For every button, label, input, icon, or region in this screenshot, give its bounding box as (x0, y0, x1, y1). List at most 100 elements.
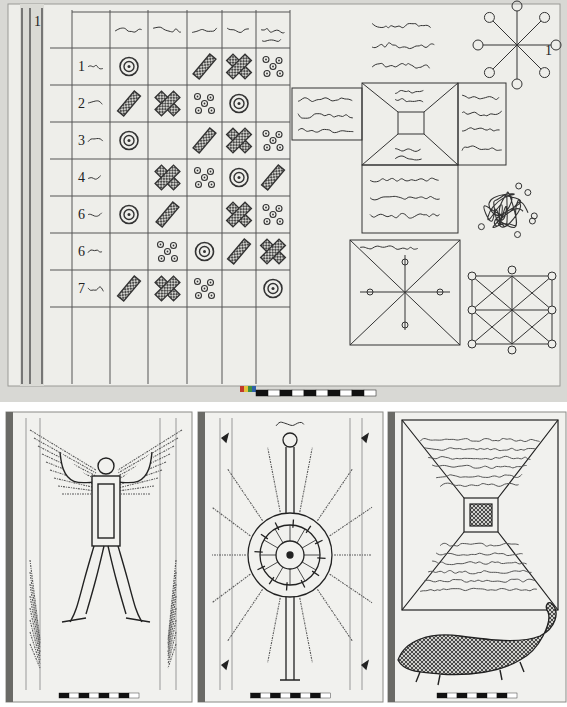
ink-rect (119, 693, 129, 698)
ink-g (6, 412, 192, 702)
ink-rect (292, 88, 362, 140)
ink-circle (484, 12, 494, 22)
ink-path (168, 644, 176, 668)
ink-circle (540, 68, 550, 78)
ink-path (256, 10, 257, 384)
ink-circle (211, 295, 213, 297)
ink-circle (478, 224, 484, 230)
ink-circle (283, 433, 297, 447)
ink-path (290, 10, 291, 384)
ink-path (168, 608, 176, 656)
ink-rect (470, 504, 492, 526)
ink-circle (276, 132, 282, 138)
ink-rect (227, 128, 252, 153)
ink-path (317, 469, 352, 521)
ink-path (70, 546, 94, 622)
ink-path (362, 83, 398, 112)
ink-circle (540, 12, 550, 22)
ink-path (50, 196, 290, 197)
ink-path (372, 43, 434, 49)
ink-path (257, 566, 264, 570)
ink-rect (301, 693, 311, 698)
ink-rect (156, 202, 179, 227)
ink-circle (268, 284, 278, 294)
ink-circle (208, 169, 214, 175)
ink-circle (468, 272, 476, 280)
ink-path (275, 522, 279, 529)
ink-rect (252, 386, 256, 392)
ink-path (228, 589, 263, 641)
ink-circle (202, 175, 208, 181)
ink-circle (248, 513, 332, 597)
ink-rect (447, 693, 457, 698)
ink-g (437, 693, 517, 698)
ink-path (440, 483, 519, 487)
ink-path (462, 95, 499, 99)
ink-path (168, 632, 176, 664)
ink-rect (472, 276, 552, 344)
ink-path (275, 567, 283, 581)
ink-path (118, 486, 154, 491)
ink-circle (198, 110, 200, 112)
ink-path (436, 553, 523, 556)
ink-path (222, 434, 228, 442)
ink-circle (529, 218, 535, 224)
ink-path (220, 418, 221, 690)
ink-g (251, 693, 331, 698)
ink-rect (281, 693, 291, 698)
ink-circle (279, 147, 281, 149)
ink-path (372, 23, 431, 27)
ink-circle (508, 346, 516, 354)
ink-rect (0, 0, 567, 402)
ink-path (110, 10, 111, 384)
ink-rect (388, 412, 395, 702)
ink-path (330, 574, 372, 603)
ink-circle (200, 247, 210, 257)
ink-path (484, 192, 528, 227)
ink-path (62, 618, 150, 622)
ink-rect (328, 390, 340, 396)
ink-path (350, 418, 351, 690)
ink-rect (92, 476, 120, 546)
ink-rect (248, 386, 252, 392)
ink-circle (195, 279, 201, 285)
ink-rect (477, 693, 487, 698)
ink-circle (260, 525, 320, 585)
ink-path (472, 276, 552, 344)
ink-circle (278, 60, 280, 62)
ink-path (50, 233, 290, 234)
ink-rect (198, 412, 383, 702)
ink-path (362, 661, 368, 669)
ink-path (420, 588, 537, 591)
ink-path (40, 418, 41, 690)
ink-circle (276, 541, 304, 569)
ink-circle (196, 293, 202, 299)
ink-rect (89, 693, 99, 698)
ink-circle (196, 182, 202, 188)
ink-circle (209, 108, 215, 114)
ink-path (50, 159, 290, 160)
ink-circle (468, 306, 476, 314)
ink-circle (264, 219, 270, 225)
ink-circle (508, 266, 516, 274)
ink-circle (204, 177, 206, 179)
ink-path (483, 45, 517, 46)
ink-path (88, 65, 103, 68)
ink-circle (209, 293, 215, 299)
ink-rect (155, 91, 180, 116)
ink-path (264, 562, 278, 570)
ink-circle (263, 131, 269, 137)
ink-path (21, 8, 23, 384)
ink-circle (211, 110, 213, 112)
ink-path (168, 596, 176, 652)
row-number: 4 (78, 171, 85, 185)
ink-rect (118, 276, 141, 301)
ink-circle (512, 1, 522, 11)
ink-rect (109, 693, 119, 698)
ink-rect (362, 83, 458, 165)
ink-rect (227, 128, 252, 153)
ink-circle (277, 145, 283, 151)
ink-rect (155, 276, 180, 301)
ink-path (262, 39, 281, 41)
ink-path (362, 134, 398, 165)
